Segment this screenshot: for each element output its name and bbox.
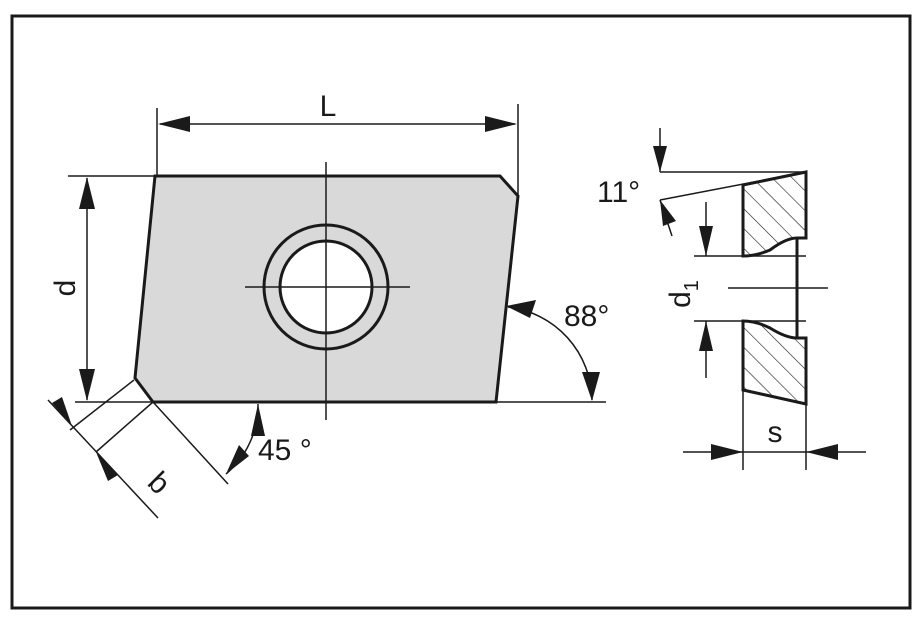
dimension-thickness: s — [683, 390, 866, 470]
label-hole-diameter-main: d — [664, 291, 697, 308]
arrowhead-bottom — [79, 369, 95, 401]
chamfer-ext-diagonal — [152, 401, 229, 485]
arrowhead-45-top — [251, 404, 265, 436]
label-chamfer-width: b — [141, 466, 176, 501]
label-angle-chamfer: 45 ° — [258, 434, 312, 467]
chamfer-dim-line — [47, 399, 159, 519]
arrowhead-b-top — [52, 397, 72, 426]
label-angle-side: 88° — [564, 300, 609, 333]
arrowhead-d1-bottom — [699, 321, 713, 351]
clearance-ref-sloped — [659, 171, 807, 201]
chamfer-ext-upper — [69, 379, 135, 431]
label-diameter: d — [49, 280, 82, 297]
arrowhead-top — [79, 177, 95, 209]
arrowhead-d1-top — [699, 226, 713, 256]
arrowhead-88-bottom — [582, 372, 600, 401]
drawing-frame — [10, 14, 912, 610]
label-hole-diameter-sub: 1 — [681, 280, 703, 291]
arrowhead-11-bottom — [660, 200, 676, 226]
dimension-length: L — [156, 90, 519, 196]
arrowhead-11-top — [653, 146, 667, 172]
insert-side-section — [728, 170, 828, 406]
arrowhead-45-bottom — [226, 445, 249, 474]
dimension-diameter: d — [49, 175, 155, 401]
dimension-clearance-angle: 11° — [597, 128, 807, 237]
insert-top-view — [133, 162, 520, 420]
dimension-hole-diameter: d1 — [664, 202, 743, 378]
chamfer-ext-lower — [95, 401, 154, 453]
arrowhead-s-left — [711, 444, 743, 460]
label-hole-diameter: d1 — [664, 280, 703, 308]
label-clearance-angle: 11° — [597, 176, 640, 209]
arrowhead-right — [485, 116, 517, 132]
dimension-angle-side: 88° — [506, 300, 609, 401]
arrowhead-b-bottom — [96, 452, 118, 481]
arrowhead-s-right — [806, 444, 838, 460]
label-length: L — [320, 90, 337, 123]
arrowhead-left — [158, 116, 190, 132]
label-thickness: s — [768, 416, 783, 449]
arrowhead-88-top — [506, 300, 536, 318]
